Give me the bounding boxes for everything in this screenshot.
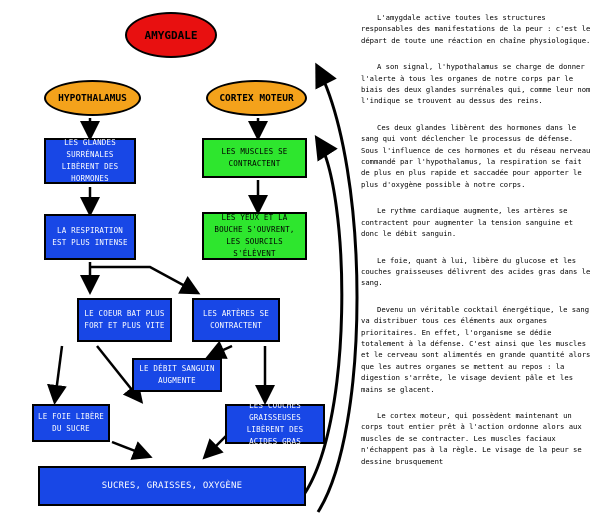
sucres-box: SUCRES, GRAISSES, OXYGÈNE: [38, 466, 306, 506]
arrow-foie-sucres: [111, 440, 153, 460]
explanation-text: L'amygdale active toutes les structures …: [361, 12, 593, 467]
paragraph-6: Devenu un véritable cocktail énergétique…: [361, 304, 591, 394]
paragraph-2: A son signal, l'hypothalamus se charge d…: [361, 62, 591, 106]
arrow-respiration-arteres: [90, 265, 201, 295]
couches-box: LES COUCHES GRAISSEUSES LIBÈRENT DES ACI…: [225, 401, 325, 446]
yeux-box: LES YEUX ET LA BOUCHE S'OUVRENT, LES SOU…: [202, 212, 307, 260]
paragraph-4: Le rythme cardiaque augmente, les artère…: [361, 206, 574, 239]
amygdale-node: AMYGDALE: [125, 12, 217, 58]
coeur-box: LE COEUR BAT PLUS FORT ET PLUS VITE: [77, 298, 172, 342]
paragraph-5: Le foie, quant à lui, libère du glucose …: [361, 255, 591, 288]
arteres-box: LES ARTÈRES SE CONTRACTENT: [192, 298, 280, 342]
debit-box: LE DÉBIT SANGUIN AUGMENTE: [132, 358, 222, 392]
muscles-box: LES MUSCLES SE CONTRACTENT: [202, 138, 307, 178]
respiration-box: LA RESPIRATION EST PLUS INTENSE: [44, 214, 136, 260]
arrow-sucres-cortex: [315, 62, 359, 513]
glandes-box: LES GLANDES SURRÉNALES LIBÈRENT DES HORM…: [44, 138, 136, 184]
cortex-node: CORTEX MOTEUR: [206, 80, 307, 116]
hypothalamus-node: HYPOTHALAMUS: [44, 80, 141, 116]
arrow-sucres-muscles: [298, 134, 344, 501]
paragraph-7: Le cortex moteur, qui possèdent maintena…: [361, 410, 582, 466]
arrow-coeur-foie-left: [47, 345, 67, 405]
paragraph-1: L'amygdale active toutes les structures …: [361, 13, 591, 45]
paragraph-3: Ces deux glandes libèrent des hormones d…: [361, 122, 591, 189]
arrow-arteres-debit: [205, 340, 233, 359]
foie-box: LE FOIE LIBÈRE DU SUCRE: [32, 404, 110, 442]
